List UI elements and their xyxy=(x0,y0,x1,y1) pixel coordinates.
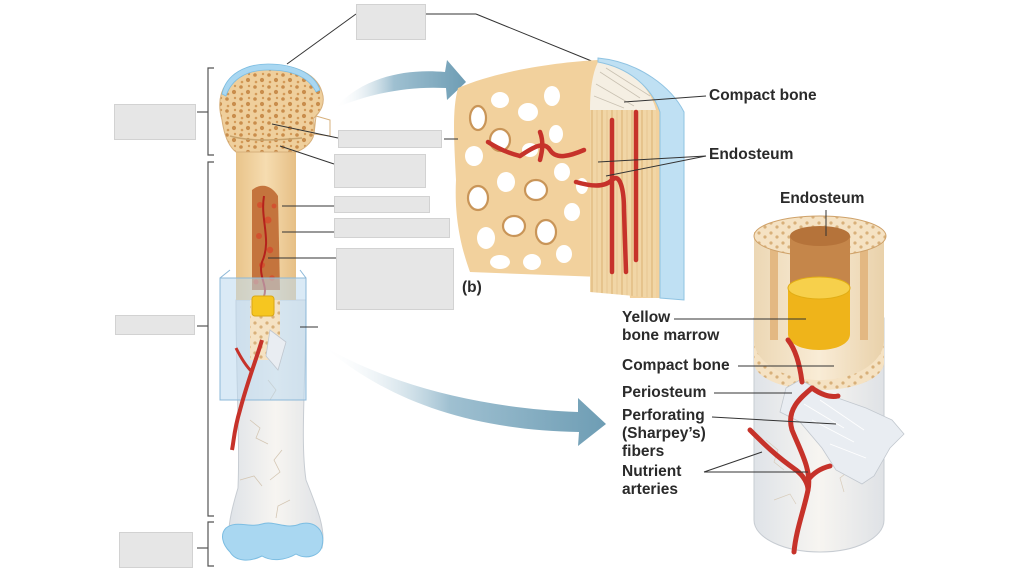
label-line: (Sharpey’s) xyxy=(622,425,706,442)
label-compact-bone-b: Compact bone xyxy=(709,87,817,104)
magnify-arrow-upper xyxy=(335,60,466,108)
label-endosteum-b: Endosteum xyxy=(709,146,794,163)
answer-box-medullary-cavity[interactable] xyxy=(336,248,454,310)
label-line: bone marrow xyxy=(622,327,720,344)
magnify-arrow-lower xyxy=(322,345,606,446)
answer-box-articular-cartilage[interactable] xyxy=(356,4,426,40)
label-line: Yellow xyxy=(622,309,671,326)
label-perforating-fibers: Perforating (Sharpey’s) fibers xyxy=(622,407,706,461)
label-line: arteries xyxy=(622,481,679,498)
leader-lines-a xyxy=(268,13,595,328)
label-line: Perforating xyxy=(622,407,705,424)
answer-box-compact-bone-a[interactable] xyxy=(334,218,450,238)
label-yellow-bone-marrow: Yellow bone marrow xyxy=(622,309,719,345)
spongy-bone-block xyxy=(454,57,685,301)
long-bone-illustration xyxy=(219,63,331,561)
diaphysis-section xyxy=(747,215,905,555)
label-periosteum: Periosteum xyxy=(622,384,707,401)
answer-box-periosteum-a[interactable] xyxy=(334,196,430,213)
answer-box-proximal-epiphysis[interactable] xyxy=(114,104,196,140)
answer-box-spongy-bone[interactable] xyxy=(338,130,442,148)
label-nutrient-arteries: Nutrient arteries xyxy=(622,463,681,499)
label-endosteum-c: Endosteum xyxy=(780,190,865,207)
panel-label-b: (b) xyxy=(462,279,482,296)
label-line: Nutrient xyxy=(622,463,682,480)
answer-box-distal-epiphysis[interactable] xyxy=(119,532,193,568)
region-brackets xyxy=(197,67,214,567)
answer-box-epiphyseal-line[interactable] xyxy=(334,154,426,188)
leader-lines-c xyxy=(674,210,837,473)
label-compact-bone-c: Compact bone xyxy=(622,357,730,374)
label-line: fibers xyxy=(622,443,665,460)
answer-box-diaphysis[interactable] xyxy=(115,315,195,335)
leader-lines-b xyxy=(444,95,707,177)
